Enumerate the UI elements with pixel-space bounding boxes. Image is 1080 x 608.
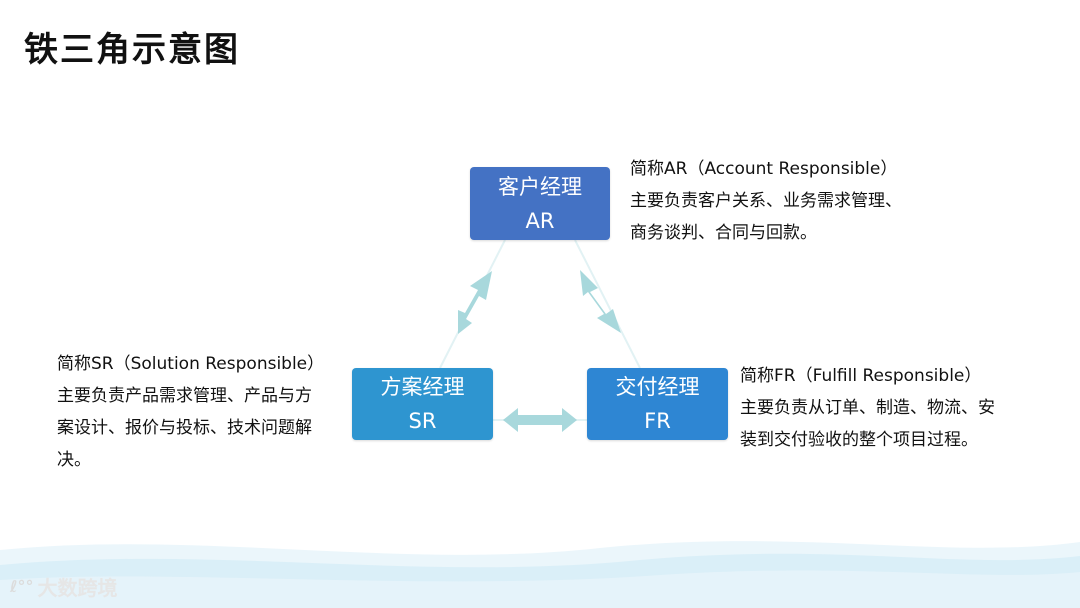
double-arrow-ar-sr-icon [458,271,492,334]
node-account-responsible: 客户经理 AR [470,167,610,240]
description-sr-line: 决。 [57,450,91,470]
description-fr: 简称FR（Fulfill Responsible） 主要负责从订单、制造、物流、… [740,360,1040,456]
page-title: 铁三角示意图 [24,30,240,70]
description-sr-line: 主要负责产品需求管理、产品与方 [57,386,312,406]
logo-mark-icon: ℓ°° [10,577,34,596]
node-ar-abbr: AR [525,208,555,233]
description-ar-line: 简称AR（Account Responsible） [630,159,898,179]
description-ar-line: 商务谈判、合同与回款。 [630,223,817,243]
node-sr-name: 方案经理 [380,375,465,399]
description-ar: 简称AR（Account Responsible） 主要负责客户关系、业务需求管… [630,153,930,249]
double-arrow-ar-fr-icon [580,270,621,333]
description-fr-line: 主要负责从订单、制造、物流、安 [740,398,995,418]
watermark-logo: ℓ°° 大数跨境 [10,572,118,601]
description-fr-line: 装到交付验收的整个项目过程。 [740,430,978,450]
description-fr-line: 简称FR（Fulfill Responsible） [740,366,982,386]
node-ar-name: 客户经理 [498,174,582,199]
node-fr-name: 交付经理 [615,375,700,399]
node-fr-abbr: FR [644,409,671,433]
watermark-text: 大数跨境 [37,576,118,600]
decorative-waves [0,541,1080,608]
node-solution-responsible: 方案经理 SR [352,368,493,440]
triangle-diagram [439,239,641,432]
node-fulfill-responsible: 交付经理 FR [587,368,728,440]
double-arrow-sr-fr-icon [503,408,577,432]
description-sr-line: 简称SR（Solution Responsible） [57,354,325,374]
connector-ar-fr [574,239,641,369]
description-ar-line: 主要负责客户关系、业务需求管理、 [630,191,902,211]
description-sr: 简称SR（Solution Responsible） 主要负责产品需求管理、产品… [57,348,337,476]
node-sr-abbr: SR [408,409,437,433]
description-sr-line: 案设计、报价与投标、技术问题解 [57,418,312,438]
